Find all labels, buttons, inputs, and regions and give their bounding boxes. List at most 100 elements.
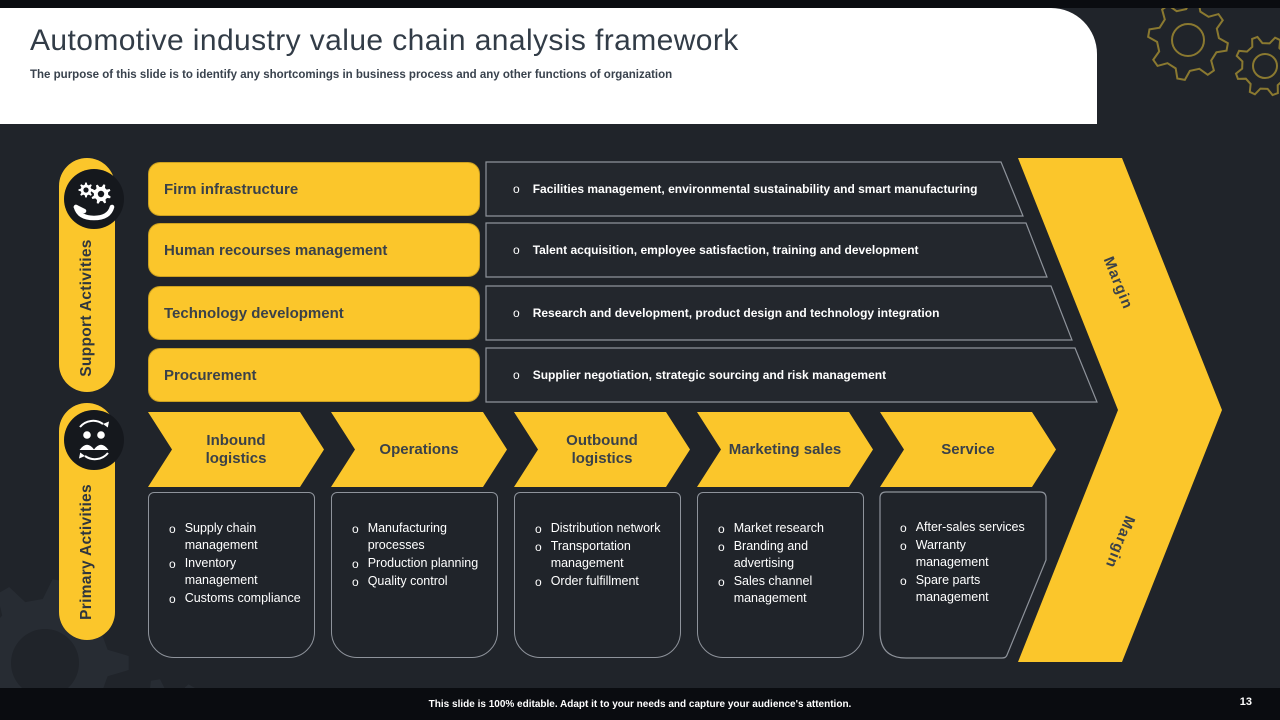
bullet: o [535,540,542,554]
gear-outline-decoration [1147,0,1280,97]
support-desc-shape-3 [485,285,1073,341]
list-item-text: Quality control [367,574,448,588]
list-item: o Inventory management [169,555,308,589]
chevron-label: Inbound logistics [205,431,267,467]
page-number: 13 [1239,696,1252,708]
list-item-text: Transportation management [550,539,631,570]
bullet: o [352,522,359,536]
bullet: o [513,182,520,196]
bullet: o [718,575,725,589]
list-item: o Production planning [352,555,491,572]
chevron-service: Service [880,412,1056,487]
margin-arrow [1018,158,1222,662]
list-item-text: Customs compliance [184,591,301,605]
support-desc-row: o Facilities management, environmental s… [486,162,1026,216]
chevron-label: Outbound logistics [566,431,638,467]
bullet: o [718,522,725,536]
gear-hole [1252,53,1278,79]
bullet: o [352,575,359,589]
bullet: o [352,557,359,571]
list-item: o After-sales services [900,519,1034,536]
chevron-inbound-logistics: Inbound logistics [148,412,324,487]
list-item: o Supply chain management [169,520,308,554]
bullet: o [535,522,542,536]
bullet: o [169,522,176,536]
support-desc-text: Research and development, product design… [532,306,940,320]
footer-note: This slide is 100% editable. Adapt it to… [428,698,852,710]
list-item-text: Production planning [367,556,479,570]
bullet: o [513,306,520,320]
support-desc-text: Facilities management, environmental sus… [532,182,978,196]
primary-activities-label: Primary Activities [78,484,95,620]
chevron-label: Marketing sales [728,440,842,458]
gear-hole [1171,23,1205,57]
list-item: o Branding and advertising [718,538,857,572]
support-box-label: Human recourses management [164,241,388,259]
support-desc-row: o Supplier negotiation, strategic sourci… [486,348,1026,402]
chevron-outbound-logistics: Outbound logistics [514,412,690,487]
bullet: o [535,575,542,589]
list-item: o Distribution network [535,520,674,537]
list-item: o Quality control [352,573,491,590]
list-item-text: Supply chain management [184,521,258,552]
support-box-label: Firm infrastructure [164,180,299,198]
page-subtitle: The purpose of this slide is to identify… [30,69,673,81]
list-item-text: Distribution network [550,521,661,535]
gear-hole [11,629,79,697]
list-item-text: Warranty management [915,538,989,569]
primary-desc-shape-5 [879,491,1047,659]
support-box-technology-development: Technology development [148,286,480,340]
support-desc-row: o Talent acquisition, employee satisfact… [486,223,1026,277]
list-item-text: Spare parts management [915,573,989,604]
footer-bar: This slide is 100% editable. Adapt it to… [0,688,1280,720]
list-item-text: Manufacturing processes [367,521,447,552]
list-item: o Manufacturing processes [352,520,491,554]
support-box-label: Technology development [164,304,344,322]
list-item: o Market research [718,520,857,537]
page-title: Automotive industry value chain analysis… [30,24,739,57]
list-item: o Order fulfillment [535,573,674,590]
support-box-procurement: Procurement [148,348,480,402]
support-desc-row: o Research and development, product desi… [486,286,1026,340]
chevron-label: Operations [379,440,459,458]
support-desc-text: Supplier negotiation, strategic sourcing… [532,368,887,382]
list-item: o Spare parts management [900,572,1034,606]
bullet: o [900,521,907,535]
hand-gears-icon [64,169,124,229]
list-item-text: Order fulfillment [550,574,639,588]
header-panel: Automotive industry value chain analysis… [0,8,1097,124]
list-item: o Customs compliance [169,590,308,607]
list-item: o Warranty management [900,537,1034,571]
bullet: o [169,557,176,571]
bullet: o [900,539,907,553]
support-desc-shape-2 [485,222,1048,278]
chevron-label: Service [941,440,995,458]
list-item-text: After-sales services [915,520,1025,534]
bullet: o [169,592,176,606]
support-activities-label: Support Activities [78,239,95,377]
support-desc-text: Talent acquisition, employee satisfactio… [532,243,919,257]
support-box-firm-infrastructure: Firm infrastructure [148,162,480,216]
bullet: o [513,243,520,257]
support-desc-shape-1 [485,161,1024,217]
list-item-text: Market research [733,521,824,535]
chevron-marketing-sales: Marketing sales [697,412,873,487]
list-item-text: Branding and advertising [733,539,809,570]
list-item-text: Inventory management [184,556,258,587]
top-strip [0,0,1280,8]
bullet: o [513,368,520,382]
chevron-operations: Operations [331,412,507,487]
bullet: o [718,540,725,554]
support-desc-shape-4 [485,347,1098,403]
support-box-label: Procurement [164,366,257,384]
bullet: o [900,574,907,588]
people-sync-icon [64,410,124,470]
list-item-text: Sales channel management [733,574,813,605]
